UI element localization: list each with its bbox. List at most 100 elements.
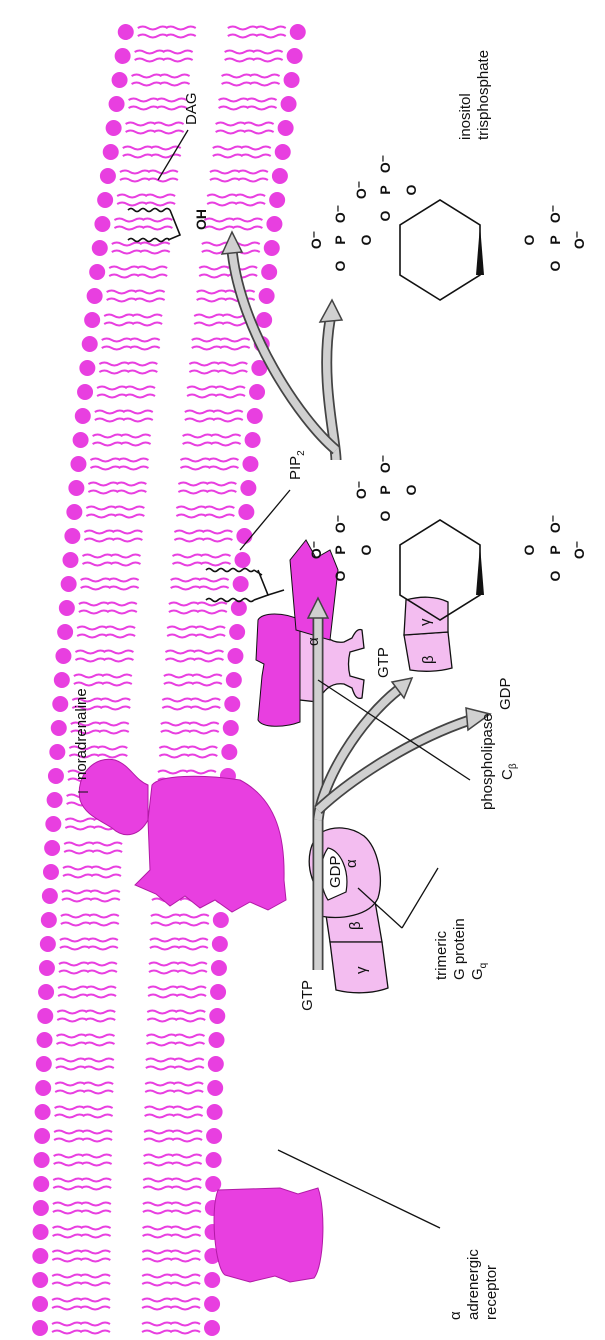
lipid-tail [52,1251,82,1254]
lipid-tail [123,411,153,414]
lipid-tail [166,35,196,38]
lipid-tail [144,1131,174,1134]
lipid-tail [52,1283,82,1286]
alpha-label-2: α [305,637,322,646]
lipid-tail [83,1115,113,1118]
lipid-head [103,144,119,160]
lipid-tail [130,347,160,350]
lipid-tail [206,491,236,494]
lipid-tail [241,155,271,158]
lipid-tail [82,1163,112,1166]
lipid-tail [143,1211,173,1214]
lipid-head [112,72,128,88]
lipid-head [290,24,306,40]
lipid-head [79,360,95,376]
lipid-tail [127,363,157,366]
lipid-tail [199,587,229,590]
lipid-tail [97,387,127,390]
pip2-link [268,590,284,595]
lipid-tail [204,507,234,510]
pip2-tail [206,599,254,602]
lipid-tail [142,1323,172,1326]
lipid-tail [195,635,225,638]
lipid-tail [80,1259,110,1262]
lipid-tail [171,1187,201,1190]
lipid-head [34,1152,50,1168]
lipid-tail [97,755,127,758]
gprotein-label-line2: G protein [451,918,468,980]
lipid-tail [129,107,159,110]
lipid-tail [83,1083,113,1086]
lipid-head [266,216,282,232]
ip3-arrow-head [320,300,342,322]
lipid-tail [60,939,90,942]
lipid-tail [232,219,262,222]
lipid-tail [213,411,243,414]
lipid-tail [172,1155,202,1158]
lipid-head [34,1128,50,1144]
lipid-tail [219,99,249,102]
lipid-tail [81,1203,111,1206]
lipid-tail [173,1091,203,1094]
lipid-tail [194,323,224,326]
lipid-tail [143,1227,173,1230]
lipid-tail [158,771,188,774]
lipid-tail [162,707,192,710]
lipid-tail [178,939,208,942]
lipid-head [275,144,291,160]
lipid-tail [137,267,167,270]
lipid-tail [138,35,168,38]
alpha-label-1: α [343,859,360,868]
lipid-head [42,888,58,904]
lipid-tail [61,915,91,918]
lipid-tail [81,1187,111,1190]
lipid-head [39,960,55,976]
lipid-tail [142,1299,172,1302]
lipid-head [106,120,122,136]
lipid-tail [238,171,268,174]
lipid-head [207,1104,223,1120]
lipid-tail [54,1139,84,1142]
lipid-head [287,48,303,64]
lipid-tail [114,515,144,518]
lipid-head [97,192,113,208]
lipid-head [89,264,105,280]
lipid-tail [88,483,118,486]
lipid-tail [82,1139,112,1142]
lipid-tail [142,1307,172,1310]
lipid-head [49,744,65,760]
lipid-tail [105,627,135,630]
lipid-head [66,504,82,520]
pip2-phosphate-c-p: P [547,545,563,554]
lipid-tail [228,35,258,38]
lipid-tail [193,651,223,654]
pip2-phosphate-b-o2: O [403,484,419,495]
lipid-head [224,696,240,712]
lipid-tail [190,707,220,710]
lipid-head [264,240,280,256]
lipid-tail [54,1155,84,1158]
lipid-tail [213,419,243,422]
lipid-tail [80,1283,110,1286]
lipid-tail [92,851,122,854]
lipid-tail [116,483,146,486]
lipid-tail [256,35,286,38]
lipid-tail [80,1307,110,1310]
lipid-tail [82,1131,112,1134]
lipid-head [64,528,80,544]
lipid-tail [145,195,175,198]
lipid-head [208,1056,224,1072]
lipid-tail [107,611,137,614]
lipid-tail [179,923,209,926]
ip3-phosphate-a-ominus: O⁻ [308,231,324,249]
lipid-tail [84,531,114,534]
lipid-tail [193,659,223,662]
lipid-tail [83,1091,113,1094]
ip3-phosphate-a-o: O [332,260,348,271]
lipid-tail [57,1043,87,1046]
lipid-tail [52,1331,82,1334]
lipid-tail [253,51,283,54]
lipid-tail [192,347,222,350]
lipid-tail [145,203,175,206]
lipid-head [48,768,64,784]
